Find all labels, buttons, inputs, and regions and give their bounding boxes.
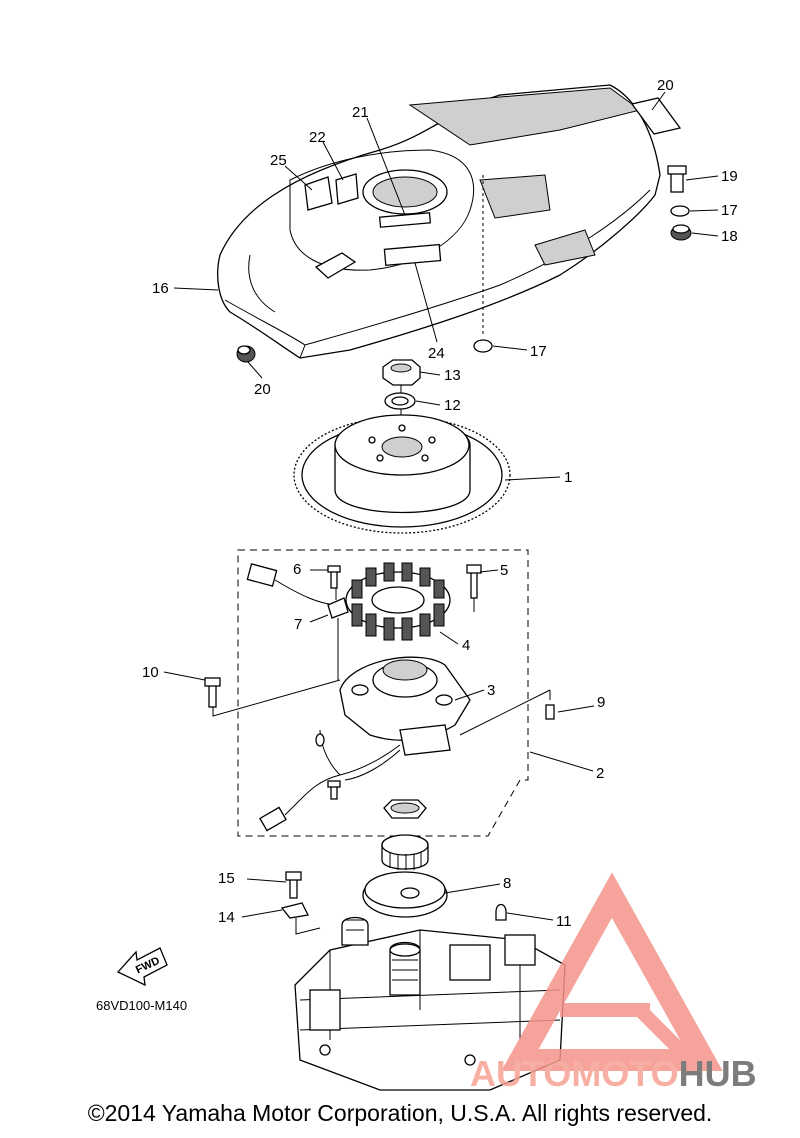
callout-6: 6 <box>293 561 301 578</box>
callout-16: 16 <box>152 280 169 297</box>
bolt-15 <box>285 871 302 899</box>
washer-17-upper <box>670 205 690 217</box>
callout-12: 12 <box>444 397 461 414</box>
leader-lines <box>163 91 719 921</box>
washer-12 <box>384 392 416 410</box>
callout-17b: 17 <box>530 343 547 360</box>
callout-25: 25 <box>270 152 287 169</box>
key-11 <box>495 903 507 921</box>
svg-text:AUTOMOTOHUB: AUTOMOTOHUB <box>470 1053 757 1094</box>
callout-7: 7 <box>294 616 302 633</box>
clip-14 <box>280 902 309 919</box>
pulser-coil-base <box>339 656 471 756</box>
clamp-7 <box>327 597 349 619</box>
callout-20: 19 <box>721 168 738 185</box>
nut-13 <box>382 359 421 386</box>
callout-4: 4 <box>462 637 470 654</box>
callout-18: 18 <box>721 228 738 245</box>
ground-screw <box>327 780 341 800</box>
watermark-part1: AUTOMOTO <box>470 1053 679 1094</box>
magneto-assembly-box <box>237 549 529 837</box>
pin-9 <box>545 704 555 720</box>
plate-8 <box>362 871 448 918</box>
nut-lower <box>383 799 427 819</box>
grommet-17-lower <box>473 339 493 353</box>
callout-15: 15 <box>218 870 235 887</box>
copyright-notice: ©2014 Yamaha Motor Corporation, U.S.A. A… <box>87 1100 713 1126</box>
callout-14: 14 <box>218 909 235 926</box>
flywheel <box>293 414 511 534</box>
callout-8: 8 <box>503 875 511 892</box>
bolt-10 <box>204 677 221 708</box>
automotohub-logo: AUTOMOTOHUB <box>470 872 757 1094</box>
callout-2: 2 <box>596 765 604 782</box>
callout-5: 5 <box>500 562 508 579</box>
callout-11: 11 <box>556 913 572 930</box>
sleeve-gear <box>381 834 429 870</box>
flywheel-cover <box>217 84 661 359</box>
callout-10: 10 <box>142 664 159 681</box>
screw-6 <box>327 565 341 589</box>
figure-code: 68VD100-M140 <box>96 998 187 1013</box>
callout-21: 20 <box>657 77 674 94</box>
callout-labels: 20 21 22 25 19 17 18 16 24 17 20 13 12 1… <box>142 77 738 930</box>
wire-harness <box>259 729 401 832</box>
callout-23: 22 <box>309 129 326 146</box>
callout-19: 20 <box>254 381 271 398</box>
screw-5 <box>466 564 482 599</box>
decal-21 <box>630 97 682 135</box>
callout-1: 1 <box>564 469 572 486</box>
callout-22: 21 <box>352 104 369 121</box>
stator-coil <box>345 562 451 641</box>
callout-17a: 17 <box>721 202 738 219</box>
callout-3: 3 <box>487 682 495 699</box>
crankcase-block <box>294 916 566 1091</box>
callout-13: 13 <box>444 367 461 384</box>
callout-24: 24 <box>428 345 445 362</box>
bolt-20 <box>667 165 687 193</box>
callout-9: 9 <box>597 694 605 711</box>
watermark-part2: HUB <box>679 1053 757 1094</box>
fwd-arrow-icon: FWD <box>116 947 168 987</box>
grommet-19 <box>236 345 256 363</box>
grommet-18 <box>670 224 692 241</box>
